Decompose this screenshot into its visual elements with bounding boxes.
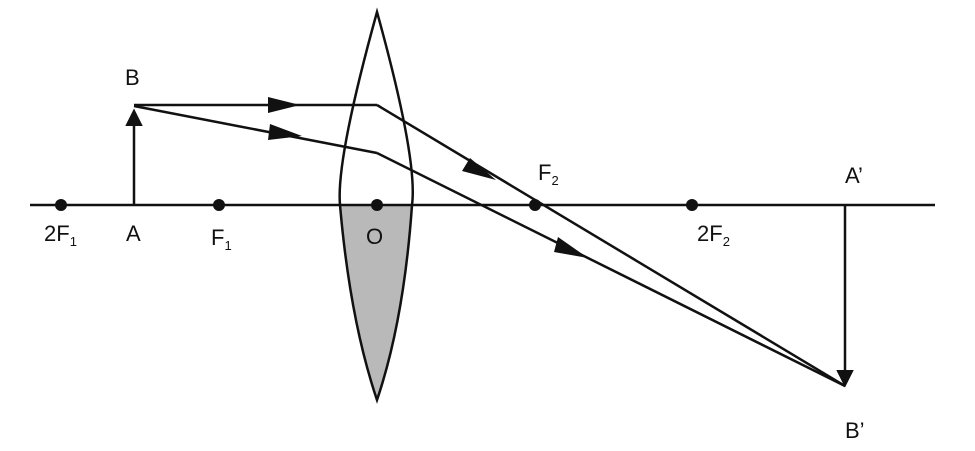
convex-lens — [338, 7, 415, 404]
label-f1: F1 — [211, 225, 232, 253]
label-2f2: 2F2 — [697, 221, 730, 249]
point-f2-dot — [529, 199, 541, 211]
ray-arrowhead-1 — [268, 97, 300, 113]
label-a-prime: A’ — [845, 163, 863, 188]
point-2f2-dot — [686, 199, 698, 211]
point-2f1-dot — [55, 199, 67, 211]
point-o-dot — [371, 199, 383, 211]
ray-arrowhead-3 — [462, 158, 496, 180]
ray-arrowhead-4 — [554, 237, 588, 258]
lens-lower-half — [340, 205, 412, 400]
label-2f1: 2F1 — [44, 221, 77, 249]
ray-parallel-refracted — [376, 103, 846, 388]
ray-oblique-incident — [133, 104, 378, 155]
label-o: O — [366, 224, 383, 249]
ray-oblique-refracted — [376, 151, 846, 388]
point-f1-dot — [213, 199, 225, 211]
label-b-prime: B’ — [845, 418, 865, 443]
label-b: B — [125, 65, 140, 90]
ray-arrowhead-2 — [268, 124, 302, 140]
label-f2: F2 — [538, 160, 559, 188]
label-a: A — [126, 221, 141, 246]
